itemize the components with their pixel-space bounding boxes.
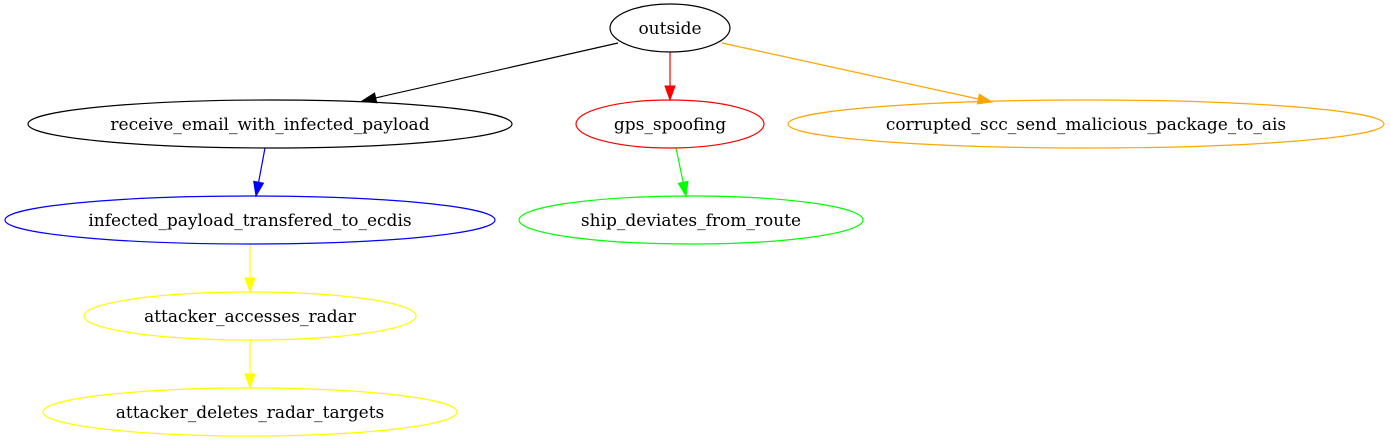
- nodes-layer: outside receive_email_with_infected_paylo…: [4, 3, 1385, 437]
- edges-layer: [244, 42, 994, 390]
- node-label: attacker_accesses_radar: [144, 307, 357, 327]
- edge-line: [375, 42, 619, 99]
- node-label: ship_deviates_from_route: [581, 211, 801, 231]
- node-attacker_accesses: attacker_accesses_radar: [83, 291, 417, 341]
- edge-outside-to-corrupted_scc: [721, 42, 994, 105]
- edge-arrowhead: [244, 277, 256, 294]
- node-attacker_deletes: attacker_deletes_radar_targets: [42, 387, 458, 437]
- node-gps_spoofing: gps_spoofing: [575, 99, 765, 149]
- node-ellipse: [27, 99, 513, 149]
- node-label: infected_payload_transfered_to_ecdis: [88, 211, 411, 231]
- edge-arrowhead: [253, 180, 265, 198]
- edge-arrowhead: [244, 373, 256, 390]
- node-label: corrupted_scc_send_malicious_package_to_…: [886, 115, 1286, 135]
- node-corrupted_scc: corrupted_scc_send_malicious_package_to_…: [787, 99, 1385, 149]
- edge-line: [675, 147, 684, 183]
- node-ellipse: [518, 195, 864, 245]
- edge-arrowhead: [664, 85, 676, 102]
- node-label: outside: [638, 19, 701, 39]
- edge-outside-to-receive_email: [360, 42, 619, 104]
- edge-line: [721, 42, 979, 100]
- edge-infected_payload-to-attacker_accesses: [244, 244, 256, 294]
- node-receive_email: receive_email_with_infected_payload: [27, 99, 513, 149]
- node-outside: outside: [609, 3, 731, 53]
- node-ellipse: [575, 99, 765, 149]
- edge-arrowhead: [976, 93, 994, 105]
- edge-arrowhead: [677, 180, 689, 198]
- node-label: receive_email_with_infected_payload: [110, 115, 429, 135]
- node-ellipse: [787, 99, 1385, 149]
- node-label: gps_spoofing: [614, 115, 726, 135]
- edge-attacker_accesses-to-attacker_deletes: [244, 340, 256, 390]
- node-ellipse: [83, 291, 417, 341]
- node-label: attacker_deletes_radar_targets: [116, 403, 385, 423]
- edge-outside-to-gps_spoofing: [664, 52, 676, 102]
- edge-line: [257, 147, 266, 183]
- node-ellipse: [4, 195, 496, 245]
- edge-gps_spoofing-to-ship_deviates: [675, 147, 689, 198]
- node-ellipse: [42, 387, 458, 437]
- node-ship_deviates: ship_deviates_from_route: [518, 195, 864, 245]
- node-infected_payload: infected_payload_transfered_to_ecdis: [4, 195, 496, 245]
- node-ellipse: [609, 3, 731, 53]
- edge-receive_email-to-infected_payload: [253, 147, 266, 198]
